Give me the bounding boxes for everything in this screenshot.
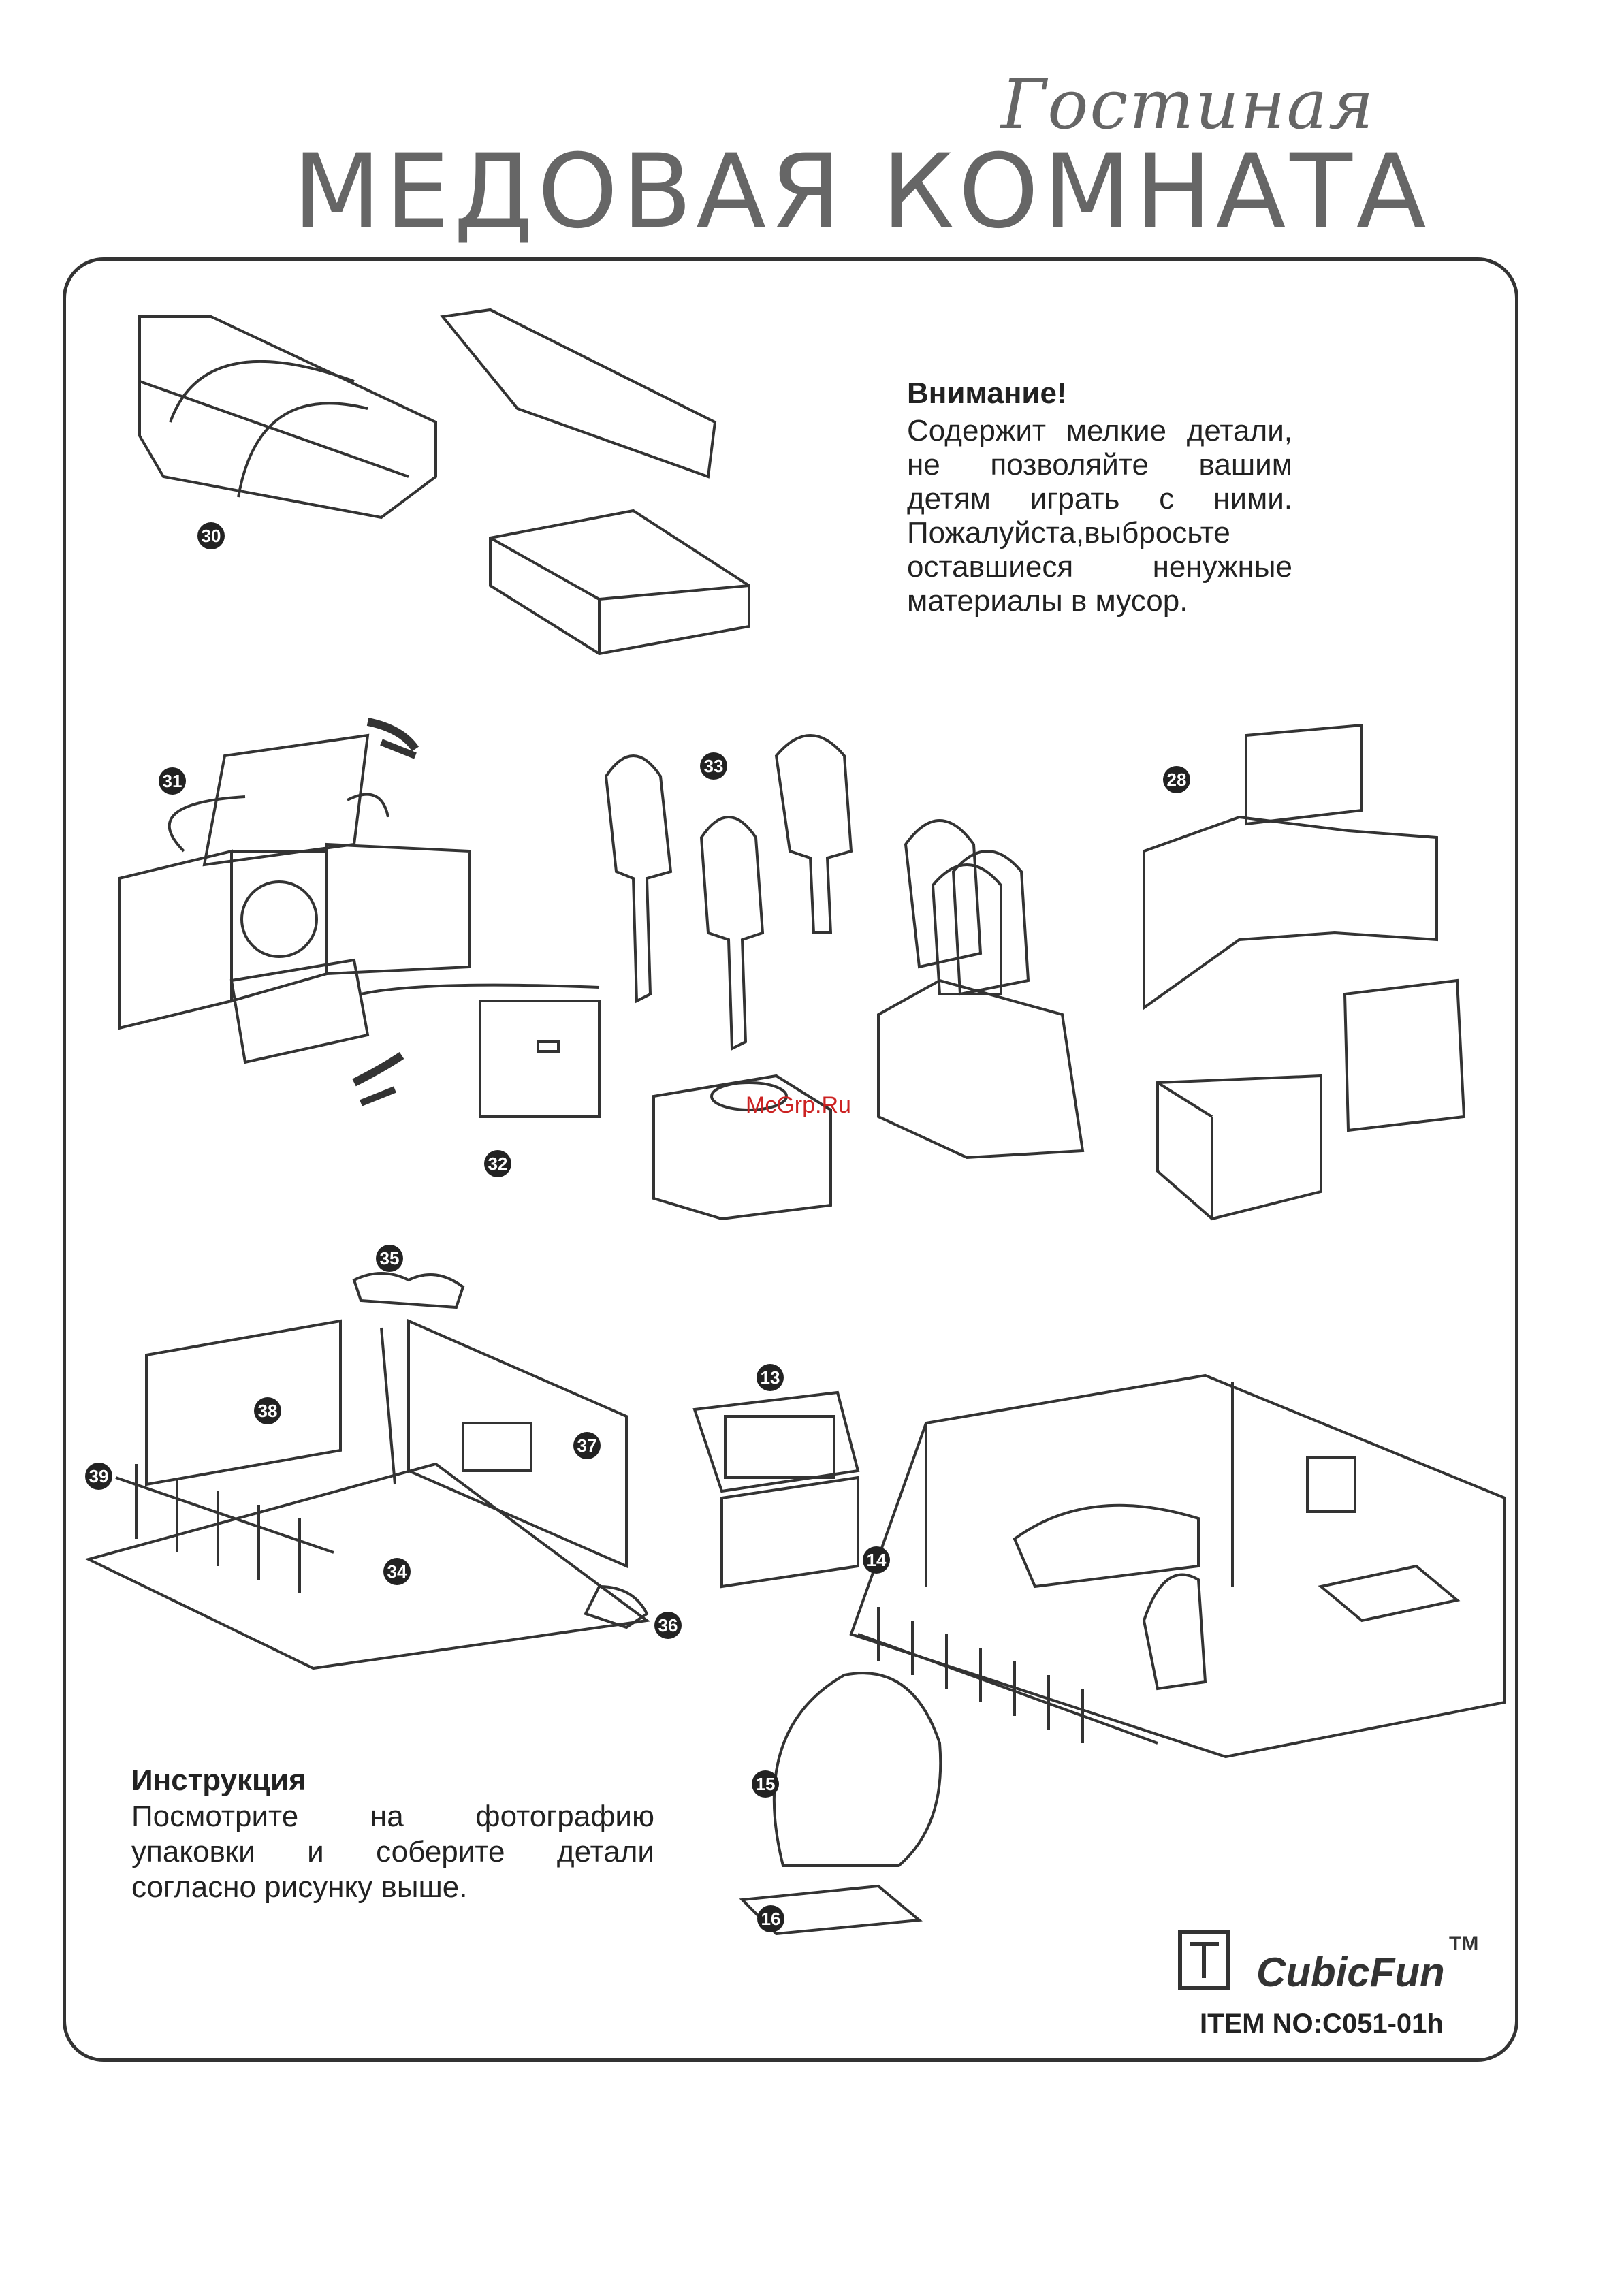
part-number-36: 36 [658,1615,678,1636]
trademark-mark: TM [1449,1932,1479,1955]
room-subtitle: Гостиная [1001,65,1375,144]
part-number-badges [85,522,1190,1932]
part-number-15: 15 [756,1774,776,1794]
part-badge-34 [383,1558,411,1585]
part-badge-31 [159,767,186,795]
part-number-28: 28 [1167,769,1187,790]
side-table-exploded [1143,723,1466,1221]
brand-name: CubicFun [1256,1949,1445,1995]
warning-text: Содержит мелкие детали, не позволяйте ва… [907,414,1292,618]
instruction-title: Инструкция [131,1764,306,1797]
part-badge-39 [85,1463,112,1490]
sign-exploded [739,1672,942,1936]
part-number-13: 13 [761,1367,780,1388]
part-number-30: 30 [202,526,221,546]
part-number-38: 38 [258,1401,278,1421]
part-badge-28 [1163,766,1190,793]
part-badge-33 [700,752,727,780]
part-number-37: 37 [577,1435,597,1456]
rotate-arrow-icon [352,1052,404,1087]
room-walls-exploded [84,1272,651,1670]
part-number-32: 32 [488,1153,508,1174]
part-badge-14 [863,1546,890,1574]
watermark: McGrp.Ru [746,1092,851,1118]
part-badge-13 [757,1364,784,1391]
part-number-33: 33 [704,756,724,776]
part-number-16: 16 [761,1909,781,1929]
part-badge-16 [757,1905,784,1932]
part-badge-37 [573,1432,601,1459]
mirror-exploded [692,1390,860,1589]
lamps-exploded [604,734,1085,1221]
part-number-31: 31 [163,771,182,791]
part-badge-30 [197,522,225,549]
warning-title: Внимание! [907,377,1067,410]
chair-back-exploded [118,733,601,1118]
part-number-14: 14 [867,1550,887,1570]
part-number-39: 39 [89,1466,109,1486]
assembled-room [849,1373,1506,1759]
sofa-frame-exploded [138,308,750,656]
part-badge-15 [752,1770,779,1798]
part-badge-36 [654,1612,682,1639]
cubicfun-logo-icon [1178,1930,1230,1990]
part-badge-38 [254,1397,281,1424]
rotate-arrow-icon [366,718,419,752]
part-badge-35 [376,1245,403,1272]
instruction-frame [63,257,1518,2062]
page-title: МЕДОВАЯ КОМНАТА [293,133,1431,251]
part-badge-32 [484,1150,511,1177]
item-number: ITEM NO:C051-01h [1200,2009,1444,2039]
instruction-text: Посмотрите на фотографию упаковки и собе… [131,1800,654,1904]
part-number-34: 34 [387,1561,407,1582]
part-number-35: 35 [380,1248,400,1269]
